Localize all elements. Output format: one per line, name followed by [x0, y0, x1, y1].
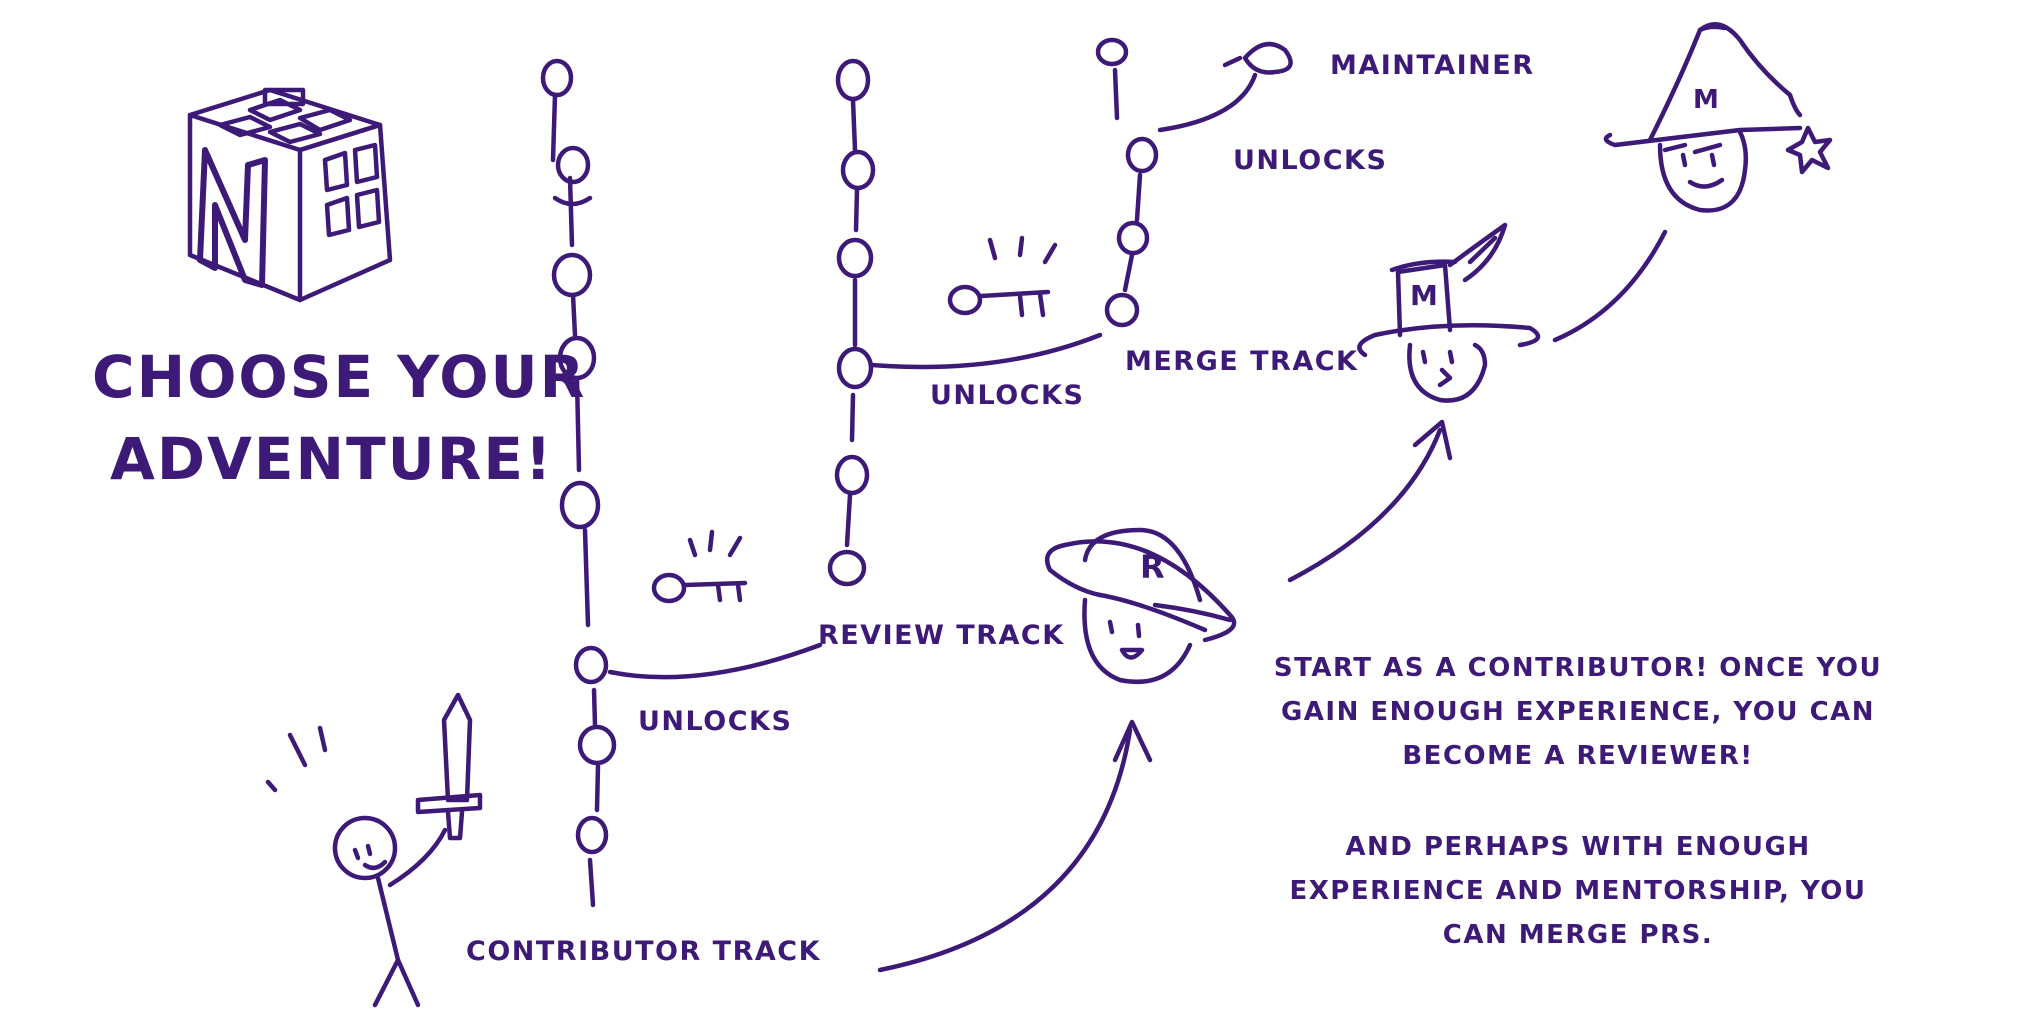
maintainer-character [1603, 22, 1803, 213]
description-paragraph-1: START AS A CONTRIBUTOR! ONCE YOU GAIN EN… [1268, 646, 1888, 778]
unlocks-label-review: UNLOCKS [930, 380, 1085, 411]
review-node [840, 149, 876, 191]
contributor-track-label: CONTRIBUTOR TRACK [466, 936, 822, 967]
contributor-track-path [540, 58, 617, 908]
review-track-label: REVIEW TRACK [818, 620, 1065, 651]
title-line-1: CHOOSE YOUR [92, 343, 587, 411]
description-line: EXPERIENCE AND MENTORSHIP, YOU [1289, 876, 1867, 906]
star-icon [1785, 125, 1833, 175]
review-track-path [827, 58, 876, 587]
merge-node [1104, 292, 1140, 328]
key-icon [947, 235, 1058, 318]
contributor-node [573, 645, 609, 685]
review-node [836, 237, 874, 279]
description-line: CAN MERGE PRS. [1442, 920, 1714, 950]
description-paragraph-2: AND PERHAPS WITH ENOUGH EXPERIENCE AND M… [1268, 825, 1888, 957]
merger-hat-letter: M [1410, 279, 1438, 312]
page-title: CHOOSE YOUR ADVENTURE! [92, 336, 586, 500]
branch-merge-to-maintainer [1157, 72, 1258, 133]
merge-node [1125, 136, 1159, 174]
contributor-node [557, 335, 597, 381]
branch-contributor-to-review [607, 642, 823, 680]
contributor-node [555, 145, 591, 185]
merge-node [1116, 220, 1150, 256]
merge-track-label: MERGE TRACK [1125, 346, 1359, 377]
cube-n-logo-icon [187, 87, 393, 303]
contributor-node [577, 724, 617, 766]
maintainer-hat-letter: M [1693, 85, 1719, 115]
description-line: AND PERHAPS WITH ENOUGH [1345, 832, 1811, 862]
merge-track-path [1095, 37, 1159, 328]
unlocks-label-contributor: UNLOCKS [638, 706, 793, 737]
reviewer-character [1044, 527, 1237, 685]
contributor-node [575, 815, 609, 855]
contributor-node [551, 252, 593, 298]
review-node [827, 549, 867, 587]
unlocks-label-merge: UNLOCKS [1233, 145, 1388, 176]
reviewer-hat-letter: R [1140, 548, 1165, 586]
title-line-2: ADVENTURE! [110, 425, 554, 493]
review-node [834, 454, 870, 496]
progression-arrows [877, 229, 1668, 973]
contributor-node [559, 480, 601, 530]
contributor-node [540, 58, 574, 98]
merger-character [1357, 222, 1541, 403]
description-line: GAIN ENOUGH EXPERIENCE, YOU CAN [1280, 697, 1876, 727]
branch-review-to-merge [869, 332, 1103, 370]
contributor-stick-figure [265, 725, 448, 1008]
key-icon [651, 529, 748, 604]
description-line: START AS A CONTRIBUTOR! ONCE YOU [1273, 653, 1883, 683]
review-node [836, 346, 874, 390]
description-line: BECOME A REVIEWER! [1402, 741, 1754, 771]
maintainer-node [1222, 41, 1293, 75]
sword-icon [415, 692, 483, 841]
maintainer-label: MAINTAINER [1330, 50, 1535, 81]
review-node [835, 58, 871, 102]
merge-node [1095, 37, 1129, 67]
